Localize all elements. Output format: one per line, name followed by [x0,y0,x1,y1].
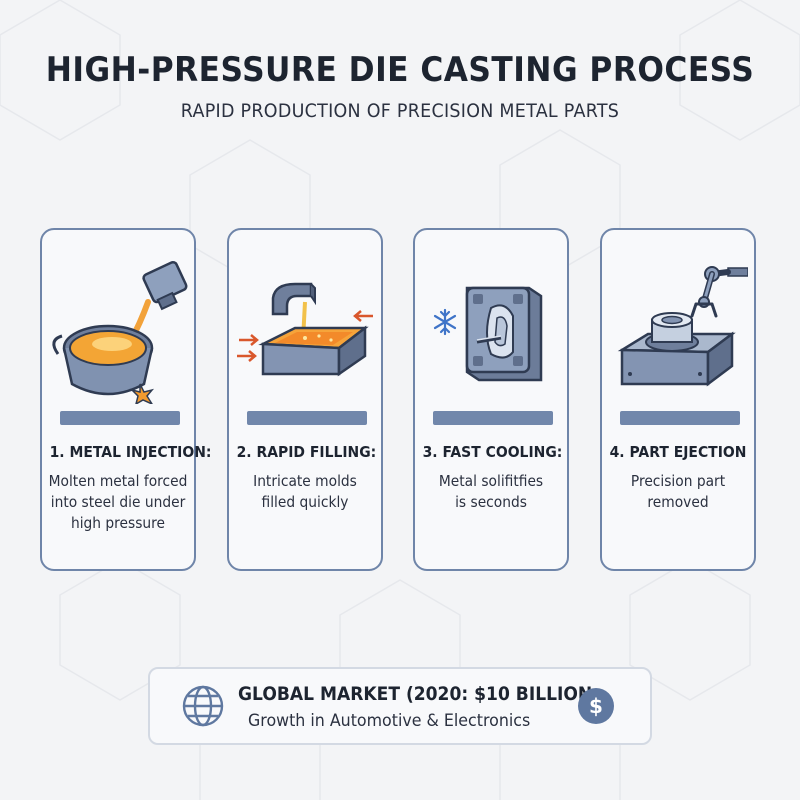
pouring-ladle-icon [52,260,188,404]
market-title: GLOBAL MARKET (2020: $10 BILLION [238,683,593,705]
die-cooling-icon [433,286,543,382]
step-title: 1. METAL INJECTION: [49,443,212,461]
step-title: 4. PART EJECTION [609,443,747,461]
global-market-banner: GLOBAL MARKET (2020: $10 BILLION Growth … [148,667,652,745]
step-title: 3. FAST COOLING: [422,443,563,461]
step-divider-bar [247,411,367,425]
market-subtitle: Growth in Automotive & Electronics [248,711,531,730]
step-divider-bar [620,411,740,425]
step-card-part-ejection: 4. PART EJECTION Precision part removed [600,228,756,571]
step-divider-bar [60,411,180,425]
step-card-rapid-filling: 2. RAPID FILLING: Intricate molds filled… [227,228,383,571]
dollar-icon: $ [578,688,614,724]
step-description: Molten metal forced into steel die under… [48,472,188,532]
step-description: Intricate molds filled quickly [253,472,357,511]
snowflake-icon [433,308,457,336]
step-divider-bar [433,411,553,425]
page-title: HIGH-PRESSURE DIE CASTING PROCESS [45,50,755,90]
step-title: 2. RAPID FILLING: [236,443,377,461]
robot-arm-ejection-icon [617,266,748,387]
globe-icon [182,685,224,727]
step-description: Precision part removed [630,472,726,511]
mold-filling-icon [237,282,373,377]
page-subtitle: RAPID PRODUCTION OF PRECISION METAL PART… [180,100,620,122]
step-card-fast-cooling: 3. FAST COOLING: Metal solifitfies is se… [413,228,569,571]
step-description: Metal solifitfies is seconds [438,472,544,511]
step-card-metal-injection: 1. METAL INJECTION: Molten metal forced … [40,228,212,571]
